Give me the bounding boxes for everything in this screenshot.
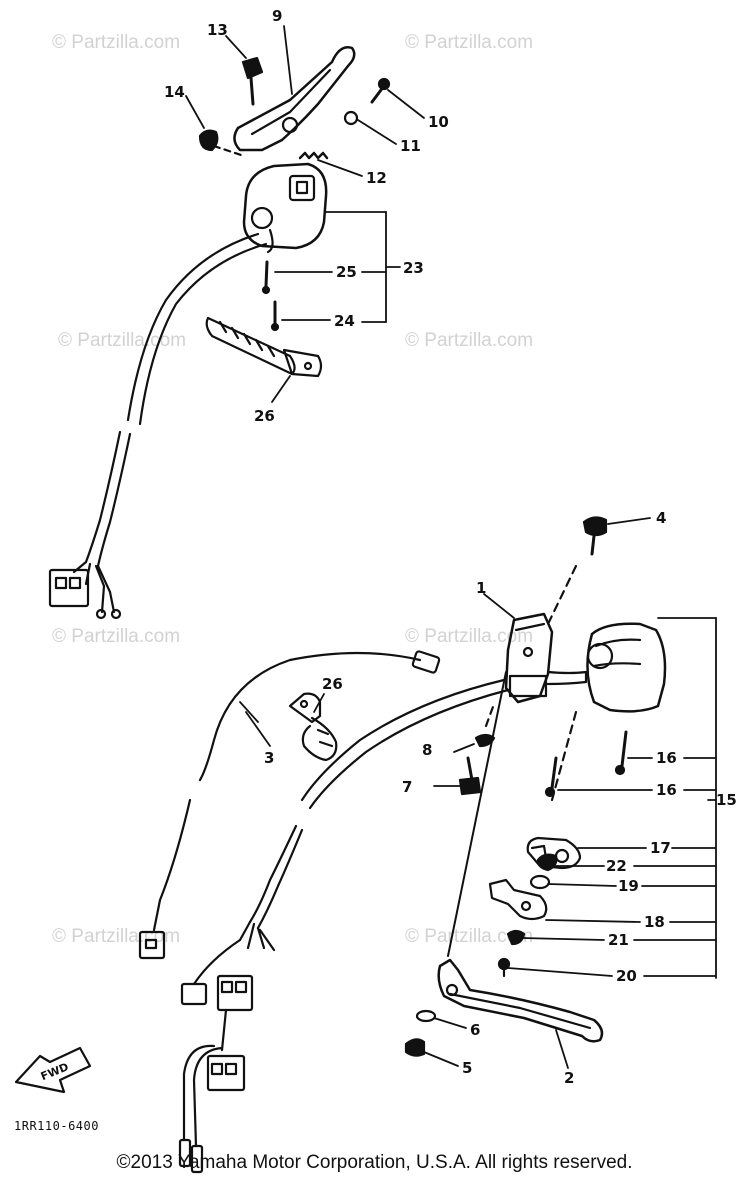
callout-16b: 16 (656, 781, 677, 799)
screw-part-16 (544, 730, 628, 798)
screw-part-20 (497, 957, 511, 978)
brake-cable (178, 678, 510, 1174)
callout-22: 22 (606, 857, 627, 875)
watermark: © Partzilla.com (405, 32, 534, 53)
washer-part-6 (415, 1009, 437, 1023)
diagram-code: 1RR110-6400 (14, 1119, 99, 1133)
callout-10: 10 (428, 113, 449, 131)
screw-part-25 (261, 260, 271, 295)
screw-part-10 (370, 77, 391, 104)
fwd-label: FWD (39, 1060, 71, 1083)
dashed-guide (484, 702, 496, 728)
callout-5: 5 (462, 1059, 473, 1077)
callout-20: 20 (616, 967, 637, 985)
callout-4: 4 (656, 509, 667, 527)
nut-part-22 (536, 853, 558, 872)
watermark: © Partzilla.com (58, 330, 187, 351)
callout-19: 19 (618, 877, 639, 895)
washer-part-11 (343, 110, 359, 126)
screw-part-4 (582, 516, 608, 556)
callout-9: 9 (272, 7, 283, 25)
callout-1: 1 (476, 579, 487, 597)
callout-6: 6 (470, 1021, 481, 1039)
callout-12: 12 (366, 169, 387, 187)
spring-part-12 (298, 151, 329, 160)
callout-25: 25 (336, 263, 357, 281)
callout-2: 2 (564, 1069, 575, 1087)
callout-lines-lower (239, 517, 717, 1069)
adjuster-part-18 (488, 878, 548, 921)
callout-16a: 16 (656, 749, 677, 767)
watermark: © Partzilla.com (405, 626, 534, 647)
switch-housing-part-23 (242, 162, 328, 254)
callout-8: 8 (422, 741, 433, 759)
dashed-guide (550, 710, 578, 802)
callout-24: 24 (334, 312, 355, 330)
cable-part-3 (138, 650, 441, 960)
callout-18: 18 (644, 913, 665, 931)
callout-11: 11 (400, 137, 421, 155)
watermark: © Partzilla.com (405, 330, 534, 351)
cable-strap-part-26-lower (288, 692, 338, 762)
copyright-notice: ©2013 Yamaha Motor Corporation, U.S.A. A… (116, 1152, 633, 1173)
bolt-part-7 (458, 756, 482, 796)
screw-part-24 (270, 300, 280, 332)
callout-14: 14 (164, 83, 185, 101)
nut-part-5 (404, 1038, 426, 1057)
clutch-lever-part-9 (233, 46, 356, 152)
watermark: © Partzilla.com (405, 926, 534, 947)
washer-part-8 (474, 733, 496, 748)
bolt-part-13 (241, 56, 264, 106)
callout-13: 13 (207, 21, 228, 39)
watermark: © Partzilla.com (52, 626, 181, 647)
guide-line (447, 671, 507, 957)
callout-23: 23 (403, 259, 424, 277)
callout-26-lower: 26 (322, 675, 343, 693)
callout-21: 21 (608, 931, 629, 949)
dashed-guide (546, 564, 578, 626)
washer-part-19 (529, 874, 551, 890)
dashed-guide (212, 144, 246, 158)
callout-3: 3 (264, 749, 275, 767)
brake-lever-part-2 (437, 958, 604, 1043)
fwd-arrow-icon: FWD (14, 1046, 92, 1094)
nut-part-14 (198, 129, 219, 152)
callout-17: 17 (650, 839, 671, 857)
callout-lines-upper (185, 25, 425, 403)
watermark: © Partzilla.com (52, 32, 181, 53)
throttle-housing-part-15 (546, 622, 667, 713)
wire-harness-upper (48, 232, 268, 620)
callout-26: 26 (254, 407, 275, 425)
bracket-part-1 (504, 612, 554, 704)
callout-7: 7 (402, 778, 413, 796)
nut-part-21 (506, 929, 526, 946)
callout-15: 15 (716, 791, 737, 809)
cable-strap-part-26 (205, 316, 323, 378)
